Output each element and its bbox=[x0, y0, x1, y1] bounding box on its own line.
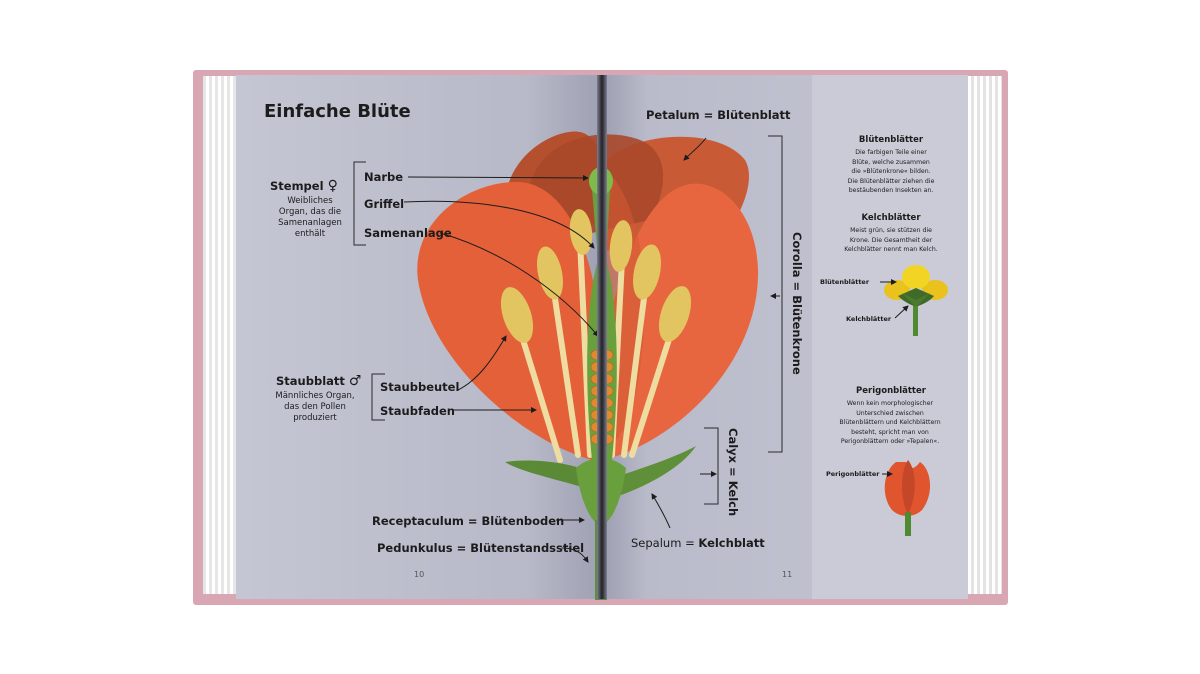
book-spine bbox=[597, 75, 607, 599]
mini-label-bluetenblaetter: Blütenblätter bbox=[820, 278, 870, 286]
staubblatt-desc-line: das den Pollen bbox=[284, 402, 346, 412]
sidebar-text-line: die »Blütenkrone« bilden. bbox=[851, 168, 931, 175]
mini-label-perigonblaetter: Perigonblätter bbox=[826, 470, 880, 478]
sidebar-heading-bluetenblaetter: Blütenblätter bbox=[858, 135, 924, 145]
label-petalum: Petalum = Blütenblatt bbox=[646, 108, 791, 122]
page-title: Einfache Blüte bbox=[264, 101, 411, 122]
staubblatt-heading: Staubblatt ♂ bbox=[276, 373, 361, 389]
anthers bbox=[500, 209, 692, 343]
label-calyx: Calyx = Kelch bbox=[726, 428, 740, 517]
female-symbol-icon: ♀ bbox=[327, 178, 338, 194]
brackets-right bbox=[704, 135, 783, 505]
sidebar-text-line: Krone. Die Gesamtheit der bbox=[849, 236, 933, 244]
sidebar-text-line: besteht, spricht man von bbox=[851, 428, 929, 436]
sidebar-text-line: Meist grün, sie stützen die bbox=[850, 227, 932, 234]
sidebar-text-bluetenblaetter: Die farbigen Teile einer Blüte, welche z… bbox=[826, 148, 956, 196]
mini-flower-red bbox=[882, 460, 931, 536]
page-edges-right bbox=[962, 76, 1002, 594]
sidebar-text-kelchblaetter: Meist grün, sie stützen die Krone. Die G… bbox=[826, 226, 956, 255]
staubblatt-desc-line: Männliches Organ, bbox=[275, 391, 355, 401]
sidebar-text-line: Die Blütenblätter ziehen die bbox=[847, 177, 935, 185]
stempel-description: Weibliches Organ, das die Samenanlagen e… bbox=[268, 196, 352, 240]
label-staubfaden: Staubfaden bbox=[380, 404, 455, 418]
brackets-left bbox=[353, 161, 385, 421]
page-number-right: 11 bbox=[782, 570, 793, 579]
sidebar-text-line: Unterschied zwischen bbox=[856, 409, 924, 417]
filaments bbox=[517, 237, 675, 463]
stempel-heading-text: Stempel bbox=[270, 179, 324, 193]
sidebar-text-line: Blüte, welche zusammen bbox=[852, 158, 930, 166]
label-narbe: Narbe bbox=[364, 170, 404, 184]
label-sepalum: Sepalum = Kelchblatt bbox=[631, 536, 765, 550]
sidebar-text-line: Kelchblätter nennt man Kelch. bbox=[844, 246, 938, 253]
label-receptaculum: Receptaculum = Blütenboden bbox=[372, 514, 565, 528]
sidebar-heading-perigonblaetter: Perigonblätter bbox=[856, 386, 926, 396]
sidebar-panel bbox=[812, 75, 968, 599]
label-staubbeutel: Staubbeutel bbox=[380, 380, 460, 394]
sidebar-text-perigonblaetter: Wenn kein morphologischer Unterschied zw… bbox=[820, 399, 960, 447]
staubblatt-description: Männliches Organ, das den Pollen produzi… bbox=[268, 391, 362, 424]
label-griffel: Griffel bbox=[364, 197, 405, 211]
sepal-right bbox=[604, 446, 696, 500]
staubblatt-heading-text: Staubblatt bbox=[276, 374, 345, 388]
stempel-desc-line: Samenanlagen bbox=[278, 218, 342, 228]
sidebar-heading-kelchblaetter: Kelchblätter bbox=[861, 213, 921, 223]
sidebar-text-line: Die farbigen Teile einer bbox=[855, 149, 927, 156]
label-pedunkulus: Pedunkulus = Blütenstandsstiel bbox=[377, 541, 585, 555]
mini-flower-yellow bbox=[880, 265, 948, 336]
page-number-left: 10 bbox=[414, 570, 425, 579]
sepalum-term: Kelchblatt bbox=[698, 536, 765, 550]
stempel-desc-line: Weibliches bbox=[287, 196, 333, 206]
label-corolla: Corolla = Blütenkrone bbox=[790, 232, 804, 375]
sidebar-text-line: Blütenblättern und Kelchblättern bbox=[839, 419, 941, 426]
sepalum-prefix: Sepalum = bbox=[631, 536, 695, 550]
stempel-desc-line: Organ, das die bbox=[278, 207, 342, 217]
staubblatt-desc-line: produziert bbox=[293, 413, 337, 423]
stempel-desc-line: enthält bbox=[294, 229, 326, 239]
pointer-lines bbox=[403, 137, 780, 563]
stempel-heading: Stempel ♀ bbox=[270, 178, 338, 194]
sidebar-text-line: Wenn kein morphologischer bbox=[846, 400, 934, 407]
label-samenanlage: Samenanlage bbox=[364, 226, 452, 240]
mini-label-kelchblaetter: Kelchblätter bbox=[846, 315, 892, 323]
sidebar-text-line: Perigonblättern oder »Tepalen«. bbox=[840, 438, 940, 445]
sidebar-text-line: bestäubenden Insekten an. bbox=[848, 187, 934, 194]
male-symbol-icon: ♂ bbox=[348, 373, 362, 389]
